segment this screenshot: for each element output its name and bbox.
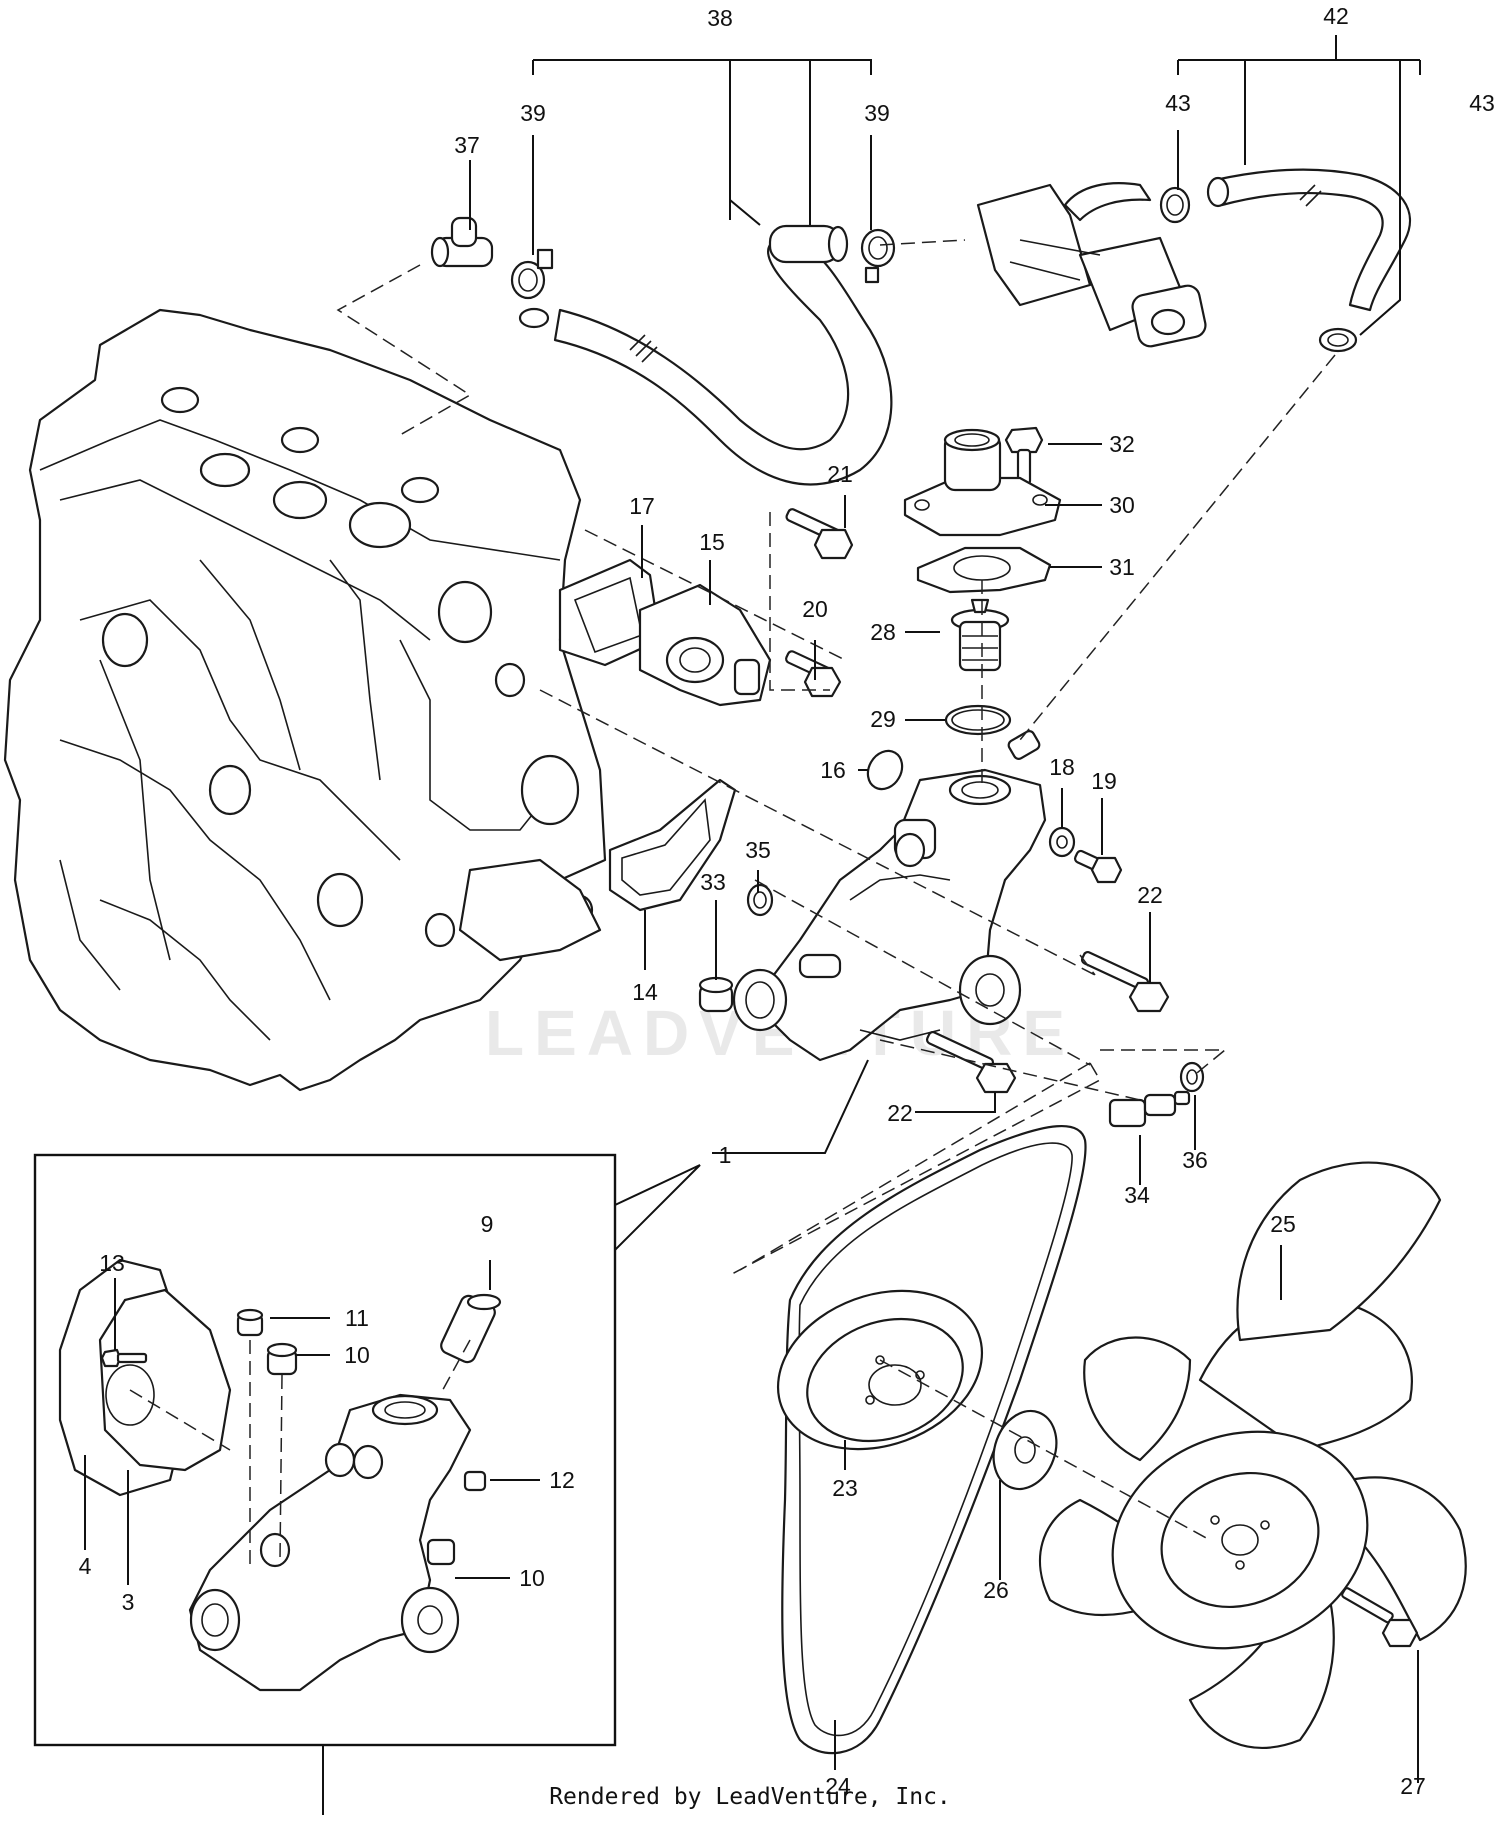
egr-cooler-42 <box>976 182 1207 348</box>
callout-22-upper: 22 <box>1137 882 1163 908</box>
callout-36: 36 <box>1182 1147 1208 1173</box>
hose-42 <box>1206 168 1411 312</box>
callout-32: 32 <box>1109 431 1135 457</box>
callout-31: 31 <box>1109 554 1135 580</box>
hose-clamp-39-left <box>510 248 554 300</box>
callout-labels: 38 39 39 42 43 43 37 32 21 30 17 15 31 2… <box>79 3 1495 1799</box>
hose-clamp-39-right <box>860 228 896 284</box>
callout-14: 14 <box>632 979 658 1005</box>
leader-lines <box>84 35 1421 1815</box>
callout-28: 28 <box>870 619 896 645</box>
inset-gasket-3 <box>98 1288 232 1472</box>
bolt-32 <box>1004 426 1044 486</box>
inset-plug-11 <box>236 1308 264 1337</box>
callout-19: 19 <box>1091 768 1117 794</box>
footer-credit: Rendered by LeadVenture, Inc. <box>549 1784 951 1810</box>
outlet-housing-15 <box>638 583 772 707</box>
thermostat-cover-30 <box>903 428 1062 537</box>
hose-clamp-43-left <box>1159 186 1191 224</box>
v-belt-24 <box>781 1125 1087 1755</box>
washer-35 <box>746 883 774 917</box>
callout-11: 11 <box>345 1305 369 1331</box>
bolt-27 <box>1341 1587 1419 1648</box>
callout-15: 15 <box>699 529 725 555</box>
callout-38: 38 <box>707 5 733 31</box>
callout-10-lower: 10 <box>519 1565 545 1591</box>
inset-frame <box>33 1153 617 1747</box>
water-pump-1 <box>732 730 1047 1062</box>
callout-39-left: 39 <box>520 100 546 126</box>
callout-12: 12 <box>549 1467 575 1493</box>
plug-33 <box>698 976 734 1013</box>
callout-23: 23 <box>832 1475 858 1501</box>
callout-22-lower: 22 <box>887 1100 913 1126</box>
callout-17: 17 <box>629 493 655 519</box>
callout-21: 21 <box>827 461 853 487</box>
callout-18: 18 <box>1049 754 1075 780</box>
callout-43-left: 43 <box>1165 90 1191 116</box>
washer-36 <box>1179 1061 1205 1093</box>
thermostat-28 <box>950 598 1010 672</box>
inset-plug-12 <box>463 1470 487 1492</box>
callout-37: 37 <box>454 132 480 158</box>
callout-13: 13 <box>99 1250 125 1276</box>
bolt-19 <box>1073 849 1123 884</box>
callout-9: 9 <box>481 1211 494 1237</box>
callout-24: 24 <box>825 1773 851 1799</box>
hose-group-38 <box>518 224 893 486</box>
o-ring-29 <box>944 704 1012 736</box>
callout-35: 35 <box>745 837 771 863</box>
bolt-21 <box>785 508 854 560</box>
washer-18 <box>1048 826 1076 858</box>
inset-water-pump <box>188 1393 472 1692</box>
callout-16: 16 <box>820 757 846 783</box>
temperature-sender-34 <box>1108 1090 1191 1128</box>
callout-34: 34 <box>1124 1182 1150 1208</box>
alignment-lines <box>129 239 1336 1570</box>
fan-25 <box>1038 1161 1467 1749</box>
callout-42: 42 <box>1323 3 1349 29</box>
callout-43-right: 43 <box>1469 90 1495 116</box>
gasket-31 <box>916 546 1052 594</box>
engine-block <box>3 308 607 1092</box>
callout-26: 26 <box>983 1577 1009 1603</box>
pulley-23 <box>776 1289 984 1451</box>
elbow-fitting-37 <box>430 216 494 268</box>
callout-39-right: 39 <box>864 100 890 126</box>
callout-27: 27 <box>1400 1773 1426 1799</box>
callout-4: 4 <box>79 1553 92 1579</box>
callout-1: 1 <box>719 1142 732 1168</box>
hose-clamp-43-right <box>1318 327 1358 353</box>
callout-20: 20 <box>802 596 828 622</box>
callout-33: 33 <box>700 869 726 895</box>
inset-bolt-13 <box>100 1348 148 1368</box>
o-ring-16 <box>866 749 904 791</box>
callout-25: 25 <box>1270 1211 1296 1237</box>
inset-plug-10-upper <box>266 1342 298 1376</box>
bolt-22-upper <box>1080 950 1170 1013</box>
callout-3: 3 <box>122 1589 135 1615</box>
callout-10-upper: 10 <box>344 1342 370 1368</box>
callout-30: 30 <box>1109 492 1135 518</box>
inset-fitting-9 <box>440 1293 502 1364</box>
callout-29: 29 <box>870 706 896 732</box>
inset-plug-10-lower <box>426 1538 456 1566</box>
gasket-14 <box>608 778 737 912</box>
bolt-20 <box>785 650 842 698</box>
